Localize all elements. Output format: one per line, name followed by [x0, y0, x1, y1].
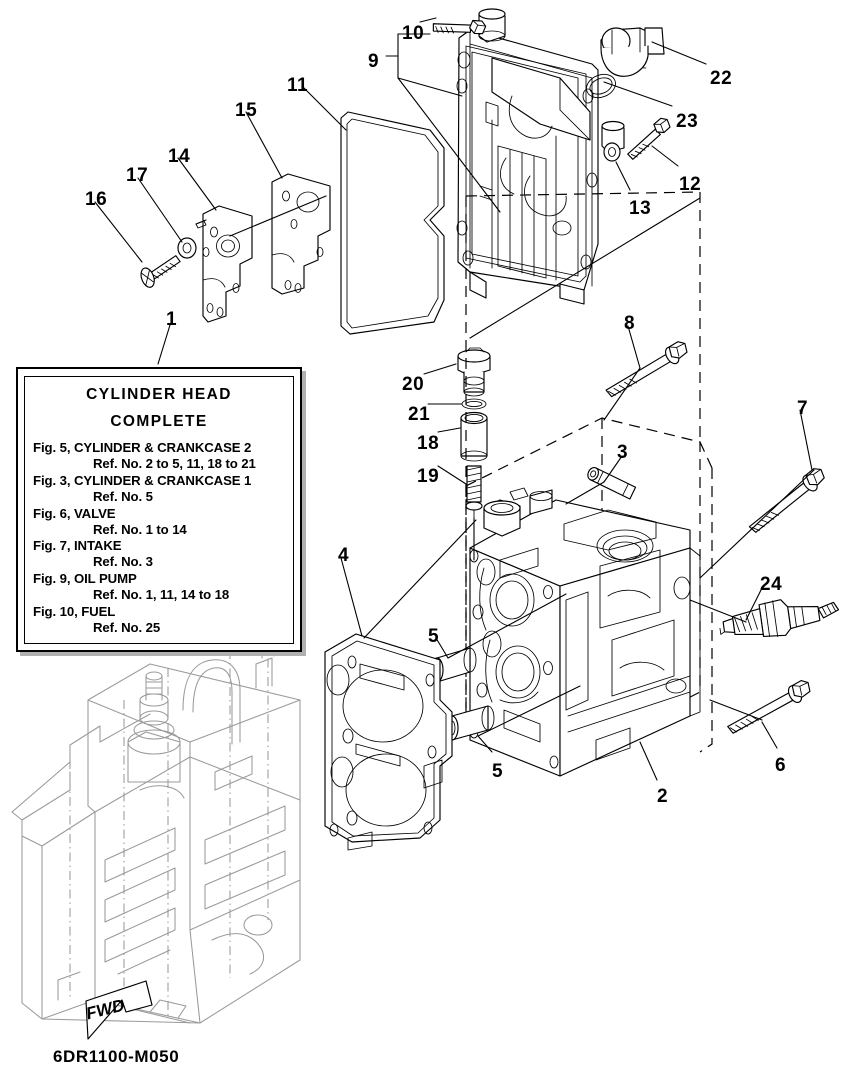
callout-cylinder-head-gasket: 4 — [338, 545, 350, 566]
callout-screw: 16 — [85, 189, 108, 210]
washer-17 — [177, 237, 197, 259]
callout-bolt: 10 — [402, 23, 425, 44]
callout-dowel-pin-lower: 5 — [492, 761, 504, 782]
washer-13 — [603, 142, 621, 162]
legend-ref-4: Ref. No. 1, 11, 14 to 18 — [93, 587, 230, 603]
callout-spark-plug: 24 — [760, 574, 783, 595]
crankcase-phantom-view — [11, 635, 301, 1024]
callout-oil-filler-cap: 22 — [710, 68, 733, 89]
legend-ref-0: Ref. No. 2 to 5, 11, 18 to 21 — [93, 455, 256, 471]
legend-title-line2: COMPLETE — [110, 413, 208, 430]
callout-o-ring: 21 — [408, 404, 431, 425]
o-ring-23 — [586, 73, 616, 99]
callout-bolt: 6 — [775, 755, 787, 776]
callout-washer: 17 — [126, 165, 149, 186]
screw-16 — [140, 255, 181, 288]
legend-ref-3: Ref. No. 3 — [93, 554, 153, 570]
legend-ref-5: Ref. No. 25 — [93, 619, 161, 635]
plate-15 — [271, 173, 331, 295]
callout-washer: 13 — [629, 198, 652, 219]
callout-dowel-pin: 3 — [617, 442, 629, 463]
callout-bolt-long: 8 — [624, 313, 636, 334]
callout-spring: 19 — [417, 466, 440, 487]
callout-valve-lifter: 18 — [417, 433, 440, 454]
callout-cover-gasket: 11 — [287, 75, 309, 96]
valve-lifter-18 — [460, 411, 488, 462]
legend-fig-4: Fig. 9, OIL PUMP — [33, 571, 137, 587]
legend-fig-0: Fig. 5, CYLINDER & CRANKCASE 2 — [33, 440, 252, 455]
cylinder-head-cover — [456, 8, 625, 305]
leader-lines — [94, 17, 815, 781]
bolt-12 — [619, 115, 677, 161]
callout-cylinder-head-assembly-boundary: 2 — [657, 786, 669, 807]
callout-dowel-pin-upper: 5 — [428, 626, 440, 647]
callout-cylinder-head-cover-assembly: 9 — [368, 51, 380, 72]
bracket-plate-14 — [195, 205, 253, 323]
legend-fig-5: Fig. 10, FUEL — [33, 604, 116, 620]
legend-fig-1: Fig. 3, CYLINDER & CRANKCASE 1 — [33, 472, 252, 488]
cylinder-head-body — [469, 487, 701, 777]
cover-gasket-11 — [340, 111, 445, 335]
oil-filler-cap — [600, 27, 665, 77]
legend-ref-2: Ref. No. 1 to 14 — [93, 521, 187, 537]
legend-fig-3: Fig. 7, INTAKE — [33, 538, 122, 554]
callout-bolt-long: 7 — [797, 398, 809, 419]
spark-plug-24 — [719, 599, 840, 638]
cylinder-head-gasket-4 — [324, 633, 453, 851]
dowel-pin-3 — [587, 467, 637, 500]
fwd-arrow — [85, 980, 153, 1040]
callout-plug-bolt: 20 — [402, 374, 425, 395]
legend-title-line1: CYLINDER HEAD — [86, 386, 232, 403]
legend-box: CYLINDER HEAD COMPLETE Fig. 5, CYLINDER … — [16, 367, 302, 652]
callout-o-ring: 23 — [676, 111, 699, 132]
plug-bolt-20 — [457, 347, 491, 397]
legend-inner-frame: CYLINDER HEAD COMPLETE Fig. 5, CYLINDER … — [24, 376, 294, 644]
legend-ref-1: Ref. No. 5 — [93, 488, 153, 504]
bolt-7 — [738, 465, 834, 535]
callout-legend-box: 1 — [166, 309, 178, 330]
callout-bracket-plate: 14 — [168, 146, 191, 167]
bolt-6 — [720, 678, 817, 735]
callout-plate: 15 — [235, 100, 258, 121]
callout-bolt: 12 — [679, 174, 702, 195]
legend-fig-2: Fig. 6, VALVE — [33, 505, 116, 521]
bolt-8 — [598, 339, 694, 399]
diagram-code: 6DR1100-M050 — [53, 1047, 180, 1066]
spring-19 — [465, 465, 483, 521]
